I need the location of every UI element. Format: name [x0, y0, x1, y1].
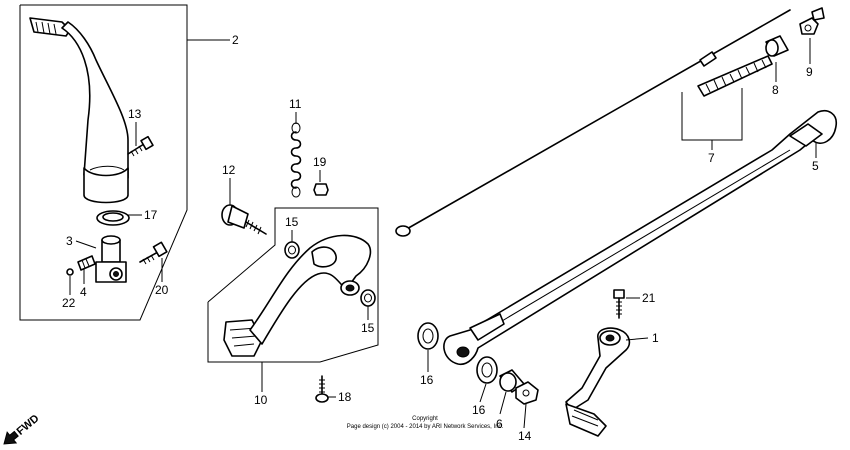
- sleeve-8: [765, 35, 789, 57]
- callout-21: 21: [642, 291, 656, 305]
- callout-16a: 16: [420, 373, 434, 387]
- callout-13: 13: [128, 107, 142, 121]
- callout-2: 2: [232, 33, 239, 47]
- brake-rod-5: [443, 110, 838, 366]
- callout-14: 14: [518, 429, 532, 443]
- washer-15b: [360, 289, 376, 307]
- brake-cable-7: [395, 9, 791, 237]
- washer-16a: [417, 322, 439, 350]
- nut-14: [515, 381, 539, 405]
- callout-8: 8: [772, 83, 779, 97]
- copyright-line1: Copyright: [412, 416, 438, 422]
- leader-lines: [69, 38, 817, 429]
- seal-17: [96, 210, 130, 226]
- callout-16b: 16: [472, 403, 486, 417]
- fwd-label: FWD: [15, 412, 42, 437]
- brake-pedal-10: [223, 234, 372, 357]
- kickstarter-arm: [29, 17, 129, 204]
- copyright-line2: Page design (c) 2004 - 2014 by ARI Netwo…: [347, 424, 504, 430]
- callout-22: 22: [62, 296, 76, 310]
- fwd-arrow-icon: [3, 430, 19, 445]
- callout-15a: 15: [285, 215, 299, 229]
- callout-11: 11: [289, 97, 302, 111]
- washer-16b: [476, 356, 498, 384]
- bolt-20: [139, 241, 168, 265]
- wing-nut-9: [799, 7, 825, 35]
- callout-6: 6: [496, 417, 503, 431]
- callout-1: 1: [652, 331, 659, 345]
- gear-change-pedal-1: [565, 327, 631, 437]
- callout-17: 17: [144, 208, 158, 222]
- callout-4: 4: [80, 285, 87, 299]
- callout-9: 9: [806, 65, 813, 79]
- callout-18: 18: [338, 390, 352, 404]
- ball-22: [66, 268, 74, 276]
- callout-19: 19: [313, 155, 327, 169]
- fwd-indicator: FWD: [3, 412, 42, 445]
- callout-3: 3: [66, 234, 73, 248]
- callout-12: 12: [222, 163, 236, 177]
- kickstarter-group-box: [19, 4, 188, 321]
- brake-pedal-group-box: [207, 207, 379, 363]
- spring-11: [290, 122, 302, 198]
- bolt-13: [127, 135, 154, 157]
- cable-bracket-7: [681, 88, 743, 141]
- callout-10: 10: [254, 393, 268, 407]
- callout-20: 20: [155, 283, 169, 297]
- bolt-21: [613, 289, 625, 319]
- washer-15a: [284, 241, 300, 259]
- callout-5: 5: [812, 159, 819, 173]
- callout-7: 7: [708, 151, 715, 165]
- callout-15b: 15: [361, 321, 375, 335]
- kick-joint-3: [95, 235, 127, 283]
- nut-19: [313, 183, 329, 196]
- bolt-18: [315, 375, 329, 403]
- pin-4: [77, 255, 96, 271]
- pivot-bolt-12: [221, 204, 267, 235]
